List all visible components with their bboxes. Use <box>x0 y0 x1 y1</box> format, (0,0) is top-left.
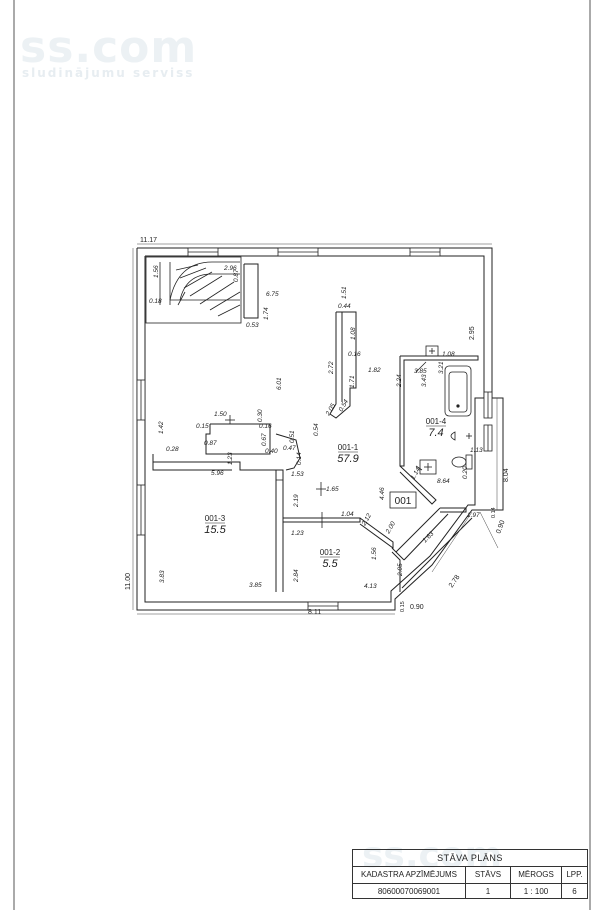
scale-value: 1 : 100 <box>511 884 562 899</box>
dimension-label: 0.54 <box>338 398 351 413</box>
dimension-label: 1.04 <box>341 511 354 518</box>
room-labels: 001-1 57.9 001-2 5.5 001-3 15.5 001-4 7.… <box>204 417 446 570</box>
bathroom-fixtures <box>419 345 473 475</box>
dimension-label: 3.21 <box>438 361 445 374</box>
dimension-label: 5.96 <box>211 470 224 477</box>
dimension-label: 0.53 <box>246 322 259 329</box>
dimension-label: 2.00 <box>384 520 397 536</box>
dimension-label: 1.74 <box>263 307 270 320</box>
dimension-label: 1.23 <box>291 530 304 537</box>
dimension-label: 1.53 <box>291 471 304 478</box>
dimension-label: 1.08 <box>350 327 357 340</box>
dimension-label: 1.56 <box>371 547 378 560</box>
title-block: STĀVA PLĀNS KADASTRA APZĪMĒJUMS STĀVS MĒ… <box>352 849 588 899</box>
dimension-lines <box>132 243 499 615</box>
dimension-label: 0.15 <box>196 423 209 430</box>
dimension-label: 2.96 <box>223 265 237 272</box>
dim-top: 11.17 <box>140 237 157 244</box>
title-block-title: STĀVA PLĀNS <box>353 850 587 867</box>
dimension-label: 0.40 <box>265 448 278 455</box>
dimension-label: 6.75 <box>266 291 279 298</box>
outer-dimensions: 11.17 11.00 8.11 8.04 2.95 0.90 2.78 0.9… <box>125 237 510 616</box>
header-page: LPP. <box>566 870 583 879</box>
room-code-001-3: 001-3 <box>205 514 226 523</box>
dimension-label: 2.84 <box>293 569 300 583</box>
dimension-label: 0.18 <box>149 298 162 305</box>
dimension-label: 8.64 <box>437 478 450 485</box>
dimension-label: 1.50 <box>214 411 227 418</box>
watermark-logo: ss.com <box>20 22 198 73</box>
dimension-label: 0.28 <box>166 446 179 453</box>
dim-angle-1: 0.90 <box>495 519 506 534</box>
dimension-label: 0.87 <box>233 269 240 282</box>
header-scale: MĒROGS <box>511 867 562 883</box>
dimension-label: 6.01 <box>276 377 283 390</box>
watermark-tagline: sludinājumu serviss <box>22 66 195 80</box>
room-area-001-3: 15.5 <box>204 524 226 536</box>
dimension-label: 1.82 <box>368 367 381 374</box>
dimension-label: 1.23 <box>227 452 234 465</box>
dim-small-1: 0.14 <box>491 507 497 518</box>
dimension-label: 0.14 <box>296 452 303 465</box>
dim-small-2: 0.15 <box>400 601 406 612</box>
dimension-label: 1.56 <box>153 265 160 278</box>
dimension-label: 2.05 <box>397 563 404 577</box>
dimension-label: 1.71 <box>349 375 356 388</box>
dimension-label: 1.51 <box>341 286 348 299</box>
unit-label: 001 <box>395 496 412 507</box>
dimension-label: 4.13 <box>364 583 377 590</box>
dim-angle-3: 0.90 <box>410 604 424 611</box>
cadastre-number: 80600070069001 <box>353 884 466 899</box>
dimension-label: 3.43 <box>421 374 428 387</box>
sheet-frame <box>13 0 591 910</box>
title-block-header-row: KADASTRA APZĪMĒJUMS STĀVS MĒROGS LPP. <box>353 867 587 884</box>
page-number: 6 <box>572 887 577 896</box>
dimension-label: 1.65 <box>326 486 339 493</box>
room-code-001-2: 001-2 <box>320 548 341 557</box>
dimension-label: 0.30 <box>257 409 264 422</box>
door-marks <box>225 361 427 528</box>
dimension-label: 1.97 <box>467 512 480 519</box>
windows <box>136 247 493 611</box>
dimension-label: 0.16 <box>348 351 361 358</box>
dimension-label: 0.67 <box>261 433 268 446</box>
dimension-label: 1.08 <box>442 351 455 358</box>
dimension-label: 0.16 <box>259 423 272 430</box>
dimension-label: 3.85 <box>249 582 262 589</box>
dimension-label: 4.46 <box>379 487 386 500</box>
dim-right-top: 2.95 <box>469 326 476 340</box>
dim-angle-2: 2.78 <box>448 574 462 589</box>
dimension-label: 0.20 <box>462 466 469 479</box>
floor-number: 1 <box>466 884 511 899</box>
dimension-label: 1.42 <box>158 421 165 434</box>
dim-bottom: 8.11 <box>308 609 321 616</box>
room-area-001-2: 5.5 <box>322 558 338 570</box>
watermark-logo-bottom: ss.com <box>362 835 503 876</box>
dimension-label: 3.85 <box>414 368 427 375</box>
title-block-value-row: 80600070069001 1 1 : 100 6 <box>353 884 587 899</box>
dimension-label: 1.63 <box>421 530 435 544</box>
dimension-label: 0.51 <box>289 430 296 443</box>
staircase <box>145 256 242 324</box>
dim-left: 11.00 <box>125 573 132 590</box>
dimension-label: 0.47 <box>283 445 296 452</box>
dimension-label: 2.19 <box>293 494 300 508</box>
room-code-001-1: 001-1 <box>338 443 359 452</box>
room-area-001-4: 7.4 <box>428 427 443 439</box>
dimension-label: 2.72 <box>328 361 335 375</box>
dimension-label: 0.54 <box>313 423 320 436</box>
header-cadastre: KADASTRA APZĪMĒJUMS <box>353 867 466 883</box>
dim-right: 8.04 <box>503 468 510 482</box>
room-area-001-1: 57.9 <box>337 453 358 465</box>
dimension-label: 2.24 <box>396 374 403 388</box>
header-floor: STĀVS <box>466 867 511 883</box>
dimension-label: 1.13 <box>470 447 483 454</box>
dimension-label: 0.44 <box>338 303 351 310</box>
dimension-label: 0.87 <box>204 440 217 447</box>
room-code-001-4: 001-4 <box>426 417 447 426</box>
dimension-label: 3.83 <box>159 570 166 583</box>
